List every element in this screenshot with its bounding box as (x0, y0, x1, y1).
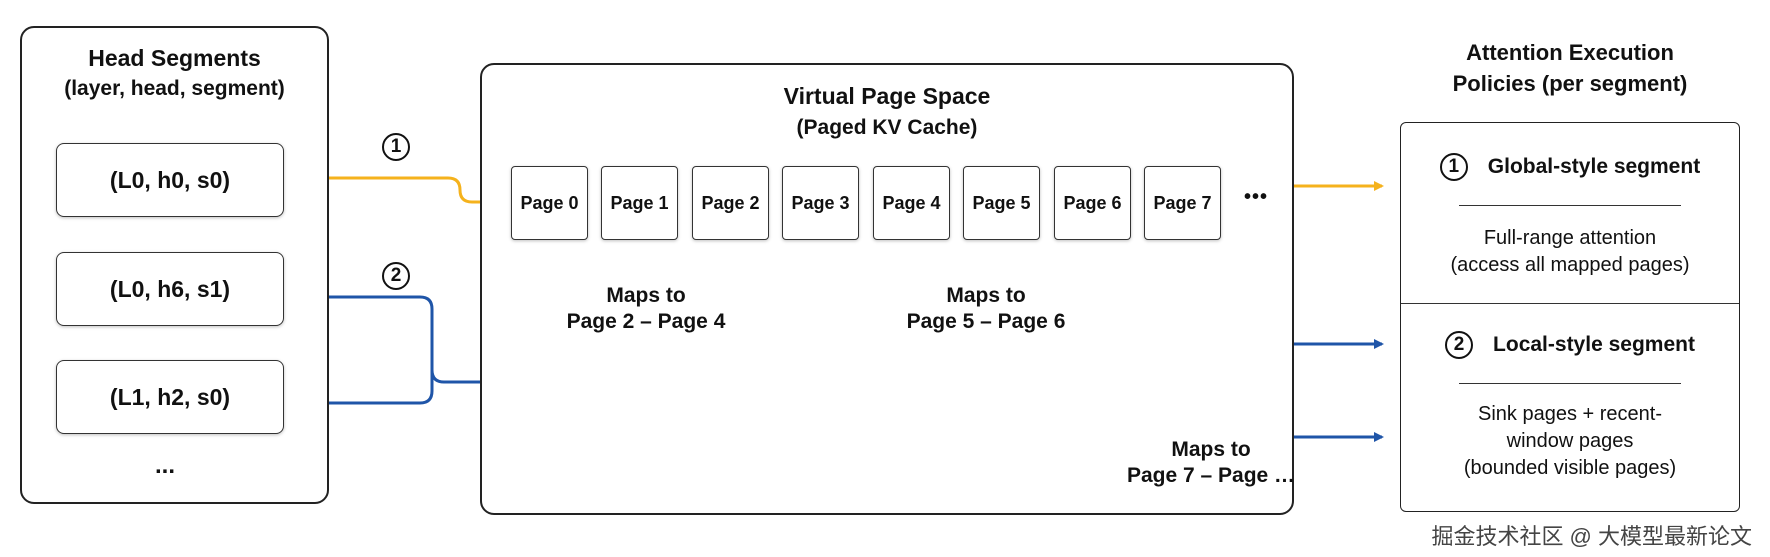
maps-global-line2: Page 2 – Page 4 (566, 310, 726, 333)
policies-divider (1401, 303, 1739, 304)
watermark: 掘金技术社区 @ 大模型最新论文 (1431, 524, 1752, 549)
marker-one: 1 (382, 133, 410, 161)
virtual-page-space-subtitle: (Paged KV Cache) (796, 116, 978, 139)
local-policy-number: 2 (1445, 331, 1474, 359)
head-segments-subtitle: (layer, head, segment) (64, 77, 285, 100)
page-3[interactable]: Page 3 (782, 166, 859, 240)
global-policy-desc-line2: (access all mapped pages) (1450, 254, 1690, 276)
global-policy-name: Global-style segment (1487, 155, 1701, 178)
page-7[interactable]: Page 7 (1144, 166, 1221, 240)
page-6[interactable]: Page 6 (1054, 166, 1131, 240)
global-connector (284, 176, 507, 207)
segment-l0-h6-s1[interactable]: (L0, h6, s1) (56, 252, 284, 326)
local-policy-desc-line3: (bounded visible pages) (1463, 457, 1677, 479)
virtual-page-space-panel (480, 63, 1294, 515)
virtual-page-space-title: Virtual Page Space (783, 83, 991, 109)
segment-l1-h2-s0[interactable]: (L1, h2, s0) (56, 360, 284, 434)
page-2[interactable]: Page 2 (692, 166, 769, 240)
local-policy-desc-line1: Sink pages + recent- (1478, 403, 1662, 425)
maps-local-mid-line2: Page 5 – Page 6 (906, 310, 1066, 333)
page-1[interactable]: Page 1 (601, 166, 678, 240)
global-policy-rule (1459, 205, 1681, 206)
local-policy-name: Local-style segment (1493, 333, 1695, 356)
local-policy-desc: Sink pages + recent- window pages (bound… (1401, 401, 1739, 482)
local-connector-top (284, 295, 434, 388)
local-policy-header[interactable]: 2 Local-style segment (1401, 331, 1739, 359)
global-policy-desc: Full-range attention (access all mapped … (1401, 225, 1739, 279)
policies-title-line2: Policies (per segment) (1452, 71, 1688, 96)
maps-global-label: Maps to Page 2 – Page 4 (546, 283, 746, 335)
local-connector-bottom (284, 388, 434, 405)
segment-l0-h0-s0[interactable]: (L0, h0, s0) (56, 143, 284, 217)
page-4[interactable]: Page 4 (873, 166, 950, 240)
maps-local-mid-line1: Maps to (946, 284, 1026, 307)
global-policy-desc-line1: Full-range attention (1483, 227, 1657, 249)
local-policy-rule (1459, 383, 1681, 384)
more-segments-ellipsis: ... (155, 452, 176, 479)
marker-two: 2 (382, 262, 410, 290)
page-0[interactable]: Page 0 (511, 166, 588, 240)
policies-panel: 1 Global-style segment Full-range attent… (1400, 122, 1740, 512)
global-policy-number: 1 (1439, 153, 1468, 181)
maps-global-line1: Maps to (606, 284, 686, 307)
more-pages-ellipsis: ••• (1244, 186, 1269, 208)
local-policy-desc-line2: window pages (1506, 430, 1634, 452)
local-connector-run (430, 369, 1110, 384)
maps-local-right-line2: Page 7 – Page … (1126, 464, 1296, 487)
maps-local-right-line1: Maps to (1171, 438, 1251, 461)
maps-local-right-label: Maps to Page 7 – Page … (1106, 437, 1316, 489)
head-segments-title: Head Segments (88, 45, 261, 71)
page-5[interactable]: Page 5 (963, 166, 1040, 240)
global-policy-header[interactable]: 1 Global-style segment (1401, 153, 1739, 181)
policies-title-line1: Attention Execution (1466, 40, 1674, 65)
maps-local-mid-label: Maps to Page 5 – Page 6 (886, 283, 1086, 335)
